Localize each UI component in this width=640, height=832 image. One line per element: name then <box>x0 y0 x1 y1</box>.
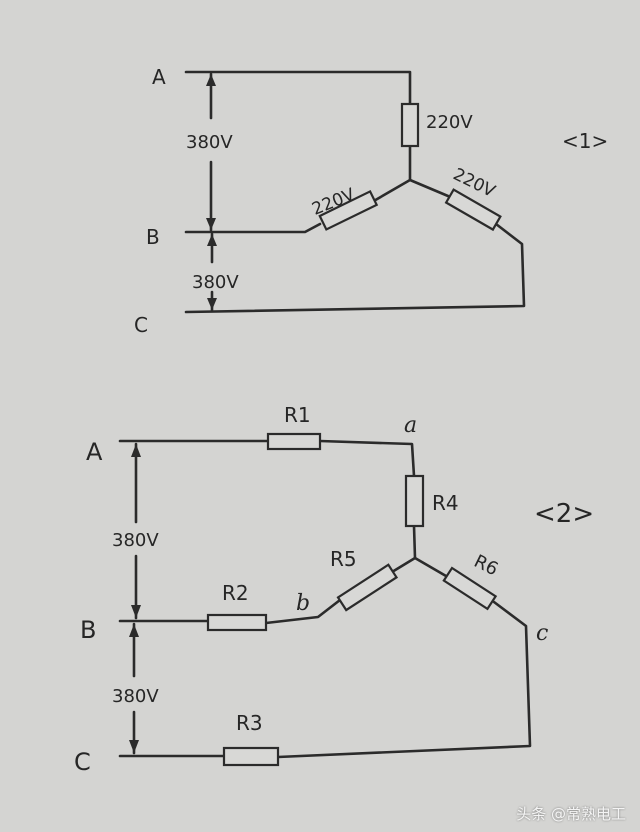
junction-label-a: a <box>404 413 417 438</box>
diagram-tag-1: <1> <box>562 129 608 153</box>
wire-b-to-left-load <box>184 222 322 234</box>
wire-right-to-c <box>184 222 526 314</box>
node-label-a: A <box>86 438 103 466</box>
resistor-label-r4: R4 <box>432 491 459 515</box>
resistor-r5 <box>336 563 399 612</box>
wire-r2-to-r5 <box>264 598 342 625</box>
voltage-label-top-load: 220V <box>426 112 473 133</box>
arrow-bc-head-down <box>207 298 217 310</box>
wire-r6-to-r3 <box>276 600 532 759</box>
resistor-label-r1: R1 <box>284 403 311 427</box>
wire-neutral-branches <box>390 556 448 578</box>
resistor-label-r2: R2 <box>222 581 249 605</box>
resistor-r3 <box>222 746 280 767</box>
resistor-r6 <box>442 566 498 611</box>
arrow-bc-head-up <box>129 624 139 637</box>
node-label-c: C <box>134 313 148 337</box>
resistor-label-r6: R6 <box>471 551 502 580</box>
voltage-label-ab: 380V <box>186 132 233 153</box>
load-right <box>444 188 502 232</box>
arrow-bc-head-down <box>129 740 139 753</box>
resistor-r1 <box>266 432 322 451</box>
junction-label-b: b <box>296 591 310 616</box>
wire-r4-to-neutral <box>412 524 417 560</box>
voltage-label-bc: 380V <box>112 686 159 707</box>
voltage-label-ab: 380V <box>112 530 159 551</box>
junction-label-c: c <box>536 621 548 646</box>
load-top <box>400 102 420 148</box>
wire-r1-to-r4 <box>318 439 416 478</box>
watermark: 头条 @常熟电工 <box>516 805 626 823</box>
wire-neutral-branches <box>370 178 450 204</box>
diagram-2: A B C a b c R1 R4 R2 R5 R6 R3 38 <box>74 403 594 776</box>
node-label-a: A <box>152 65 166 89</box>
resistor-label-r5: R5 <box>330 547 357 571</box>
arrow-ab-head-down <box>131 605 141 618</box>
voltage-label-bc: 380V <box>192 272 239 293</box>
arrow-ab-head-down <box>206 218 216 230</box>
load-left <box>318 189 379 231</box>
arrow-ab-head-up <box>206 74 216 86</box>
arrow-bc-head-up <box>207 234 217 246</box>
arrow-ab-head-up <box>131 444 141 457</box>
diagram-tag-2: <2> <box>534 499 594 529</box>
node-label-b: B <box>80 616 96 644</box>
resistor-r2 <box>206 613 268 632</box>
resistor-r4 <box>404 474 425 528</box>
wire-a-top <box>184 70 412 106</box>
node-label-b: B <box>146 225 160 249</box>
resistor-label-r3: R3 <box>236 711 263 735</box>
diagram-1: A B C 380V 380V 220V 220V 220V <1> <box>134 65 608 337</box>
node-label-c: C <box>74 748 91 776</box>
